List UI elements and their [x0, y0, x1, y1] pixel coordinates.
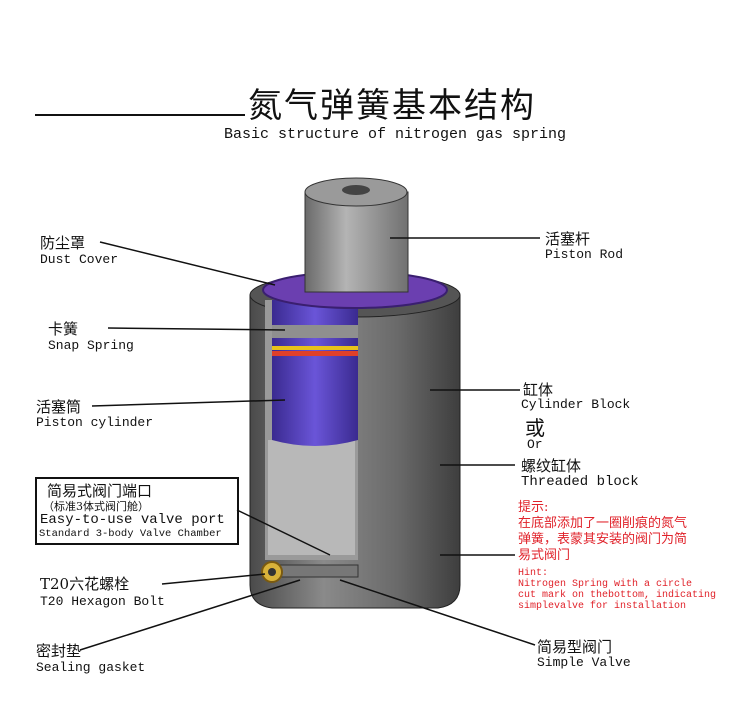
- dust-cover-label-en: Dust Cover: [40, 252, 119, 267]
- hex-bolt-label-en: T20 Hexagon Bolt: [40, 594, 165, 609]
- simple-valve-label-en: Simple Valve: [537, 655, 631, 670]
- hint-line-cn: 弹簧，表蒙其安装的阀门为简: [518, 532, 688, 547]
- piston-cylinder-label-cn: 活塞筒: [36, 398, 82, 416]
- hint-note: 提示: 在底部添加了一圈削痕的氮气 弹簧，表蒙其安装的阀门为简 易式阀门 Hin…: [518, 500, 716, 612]
- snap-spring-label-cn: 卡簧: [48, 320, 79, 338]
- snap-spring-label-en: Snap Spring: [48, 338, 134, 353]
- cylinder-block-label-en: Cylinder Block: [521, 397, 631, 412]
- hint-line-en: Nitrogen Spring with a circle: [518, 579, 693, 590]
- hint-title-en: Hint:: [518, 568, 549, 579]
- leader-lines: [79, 237, 540, 651]
- or-label-en: Or: [527, 437, 543, 452]
- valve-port-sublabel-cn: （标准3体式阀门舱）: [43, 500, 149, 513]
- hint-line-cn: 易式阀门: [518, 548, 571, 563]
- sealing-gasket-label-cn: 密封垫: [36, 642, 82, 660]
- sealing-gasket-label-en: Sealing gasket: [36, 660, 146, 675]
- diagram-title: 氮气弹簧基本结构: [248, 86, 536, 126]
- diagram-subtitle: Basic structure of nitrogen gas spring: [224, 126, 567, 143]
- or-label-cn: 或: [525, 416, 545, 440]
- title-rule: [35, 114, 245, 116]
- hint-line-en: simplevalve for installation: [518, 601, 687, 612]
- piston-cylinder-label-en: Piston cylinder: [36, 415, 154, 430]
- valve-port-label-cn: 简易式阀门端口: [47, 482, 153, 500]
- hex-bolt-label-cn: T20六花螺栓: [40, 575, 130, 593]
- threaded-block-label-cn: 螺纹缸体: [521, 457, 582, 475]
- piston-rod-label-en: Piston Rod: [545, 247, 624, 262]
- threaded-block-label-en: Threaded block: [521, 474, 639, 490]
- valve-port-label-en: Easy-to-use valve port: [40, 512, 225, 528]
- dust-cover-label-cn: 防尘罩: [40, 234, 86, 252]
- piston-rod-label-cn: 活塞杆: [545, 230, 591, 248]
- cylinder-block-label-cn: 缸体: [523, 381, 554, 399]
- valve-port-box: 简易式阀门端口 （标准3体式阀门舱） Easy-to-use valve por…: [35, 477, 239, 545]
- simple-valve-label-cn: 简易型阀门: [537, 638, 613, 656]
- valve-assembly: [261, 561, 359, 583]
- hint-line-cn: 在底部添加了一圈削痕的氮气: [518, 516, 688, 531]
- hint-line-en: cut mark on thebottom, indicating: [518, 590, 717, 601]
- piston-rod: [304, 177, 409, 293]
- hint-title-cn: 提示:: [518, 500, 549, 515]
- valve-port-sublabel-en: Standard 3-body Valve Chamber: [39, 528, 222, 540]
